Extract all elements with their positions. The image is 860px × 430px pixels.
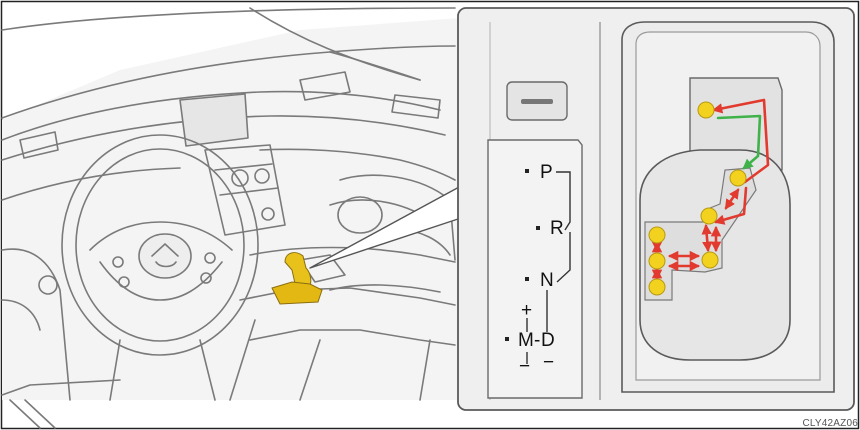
- stop-point-m-plus: [649, 227, 665, 243]
- stop-point-m-minus: [649, 279, 665, 295]
- stop-point-d: [702, 252, 718, 268]
- indicator-dash: -: [534, 330, 540, 351]
- stop-point-n: [701, 208, 717, 224]
- indicator-r: R: [550, 218, 564, 239]
- indicator-plus: +: [521, 300, 532, 321]
- indicator-minus-right: −: [543, 352, 554, 373]
- figure-code: CLY42AZ06: [802, 418, 858, 429]
- indicator-d: D: [541, 330, 555, 351]
- stop-point-p: [698, 102, 714, 118]
- indicator-m: M: [518, 330, 534, 351]
- stop-point-m: [649, 253, 665, 269]
- indicator-n: N: [540, 270, 554, 291]
- indicator-p: P: [540, 162, 553, 183]
- shift-indicator-plate: [488, 140, 582, 398]
- indicator-minus: −: [519, 356, 530, 377]
- stop-point-r: [730, 170, 746, 186]
